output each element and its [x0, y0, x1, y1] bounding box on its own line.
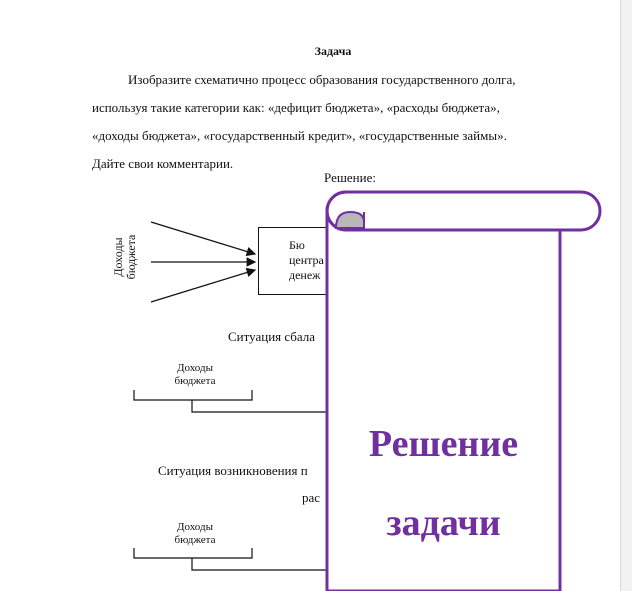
task-paragraph: Изобразите схематично процесс образовани…: [92, 66, 582, 178]
task-line-2: используя такие категории как: «дефицит …: [92, 100, 500, 115]
scroll-title-line2: задачи: [386, 502, 501, 544]
document-title: Задача: [314, 44, 352, 58]
brace-label-2: Доходы бюджета: [174, 521, 216, 546]
situation-deficit-line1: Ситуация возникновения п: [158, 463, 308, 478]
solution-label: Решение:: [324, 170, 376, 185]
box-line-1: Бю: [289, 238, 305, 252]
page-edge: [620, 0, 632, 591]
arrows-diagram: [150, 221, 257, 303]
brace-label-1: Доходы бюджета: [174, 362, 216, 387]
task-line-1: Изобразите схематично процесс образовани…: [128, 72, 516, 87]
box-line-3: денеж: [289, 268, 321, 282]
brace-1: [133, 390, 333, 413]
box-line-2: центра: [289, 253, 324, 267]
task-line-4: Дайте свои комментарии.: [92, 156, 234, 171]
situation-balanced: Ситуация сбала: [228, 329, 316, 344]
situation-deficit-line2: рас: [302, 490, 321, 505]
task-line-3: «доходы бюджета», «государственный креди…: [92, 128, 507, 143]
scroll-title-line1: Решение: [368, 423, 519, 465]
brace-2: [133, 548, 333, 571]
